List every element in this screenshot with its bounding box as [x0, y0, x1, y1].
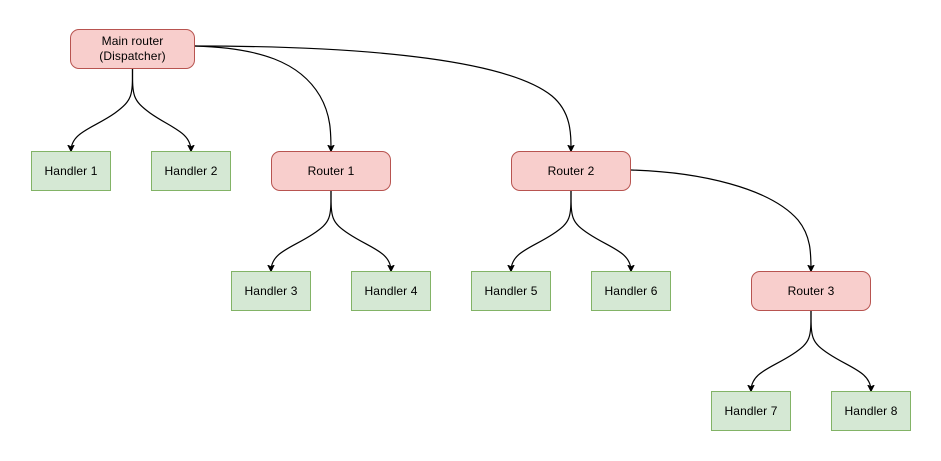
node-label-handler-6: Handler 6 [604, 283, 658, 298]
node-label-router-3: Router 3 [787, 283, 835, 298]
node-label-handler-1: Handler 1 [44, 163, 98, 178]
node-label-handler-7: Handler 7 [724, 403, 778, 418]
node-label-handler-3: Handler 3 [244, 283, 298, 298]
node-handler-2[interactable]: Handler 2 [151, 151, 231, 191]
edge-router-2-to-handler-5 [511, 190, 572, 271]
node-handler-3[interactable]: Handler 3 [231, 271, 311, 311]
edge-main-to-router-1 [194, 45, 331, 151]
node-handler-5[interactable]: Handler 5 [471, 271, 551, 311]
edge-paths [71, 45, 871, 391]
edge-router-3-to-handler-8 [810, 310, 871, 391]
node-label-router-2: Router 2 [547, 163, 595, 178]
node-handler-8[interactable]: Handler 8 [831, 391, 911, 431]
node-router-1[interactable]: Router 1 [271, 151, 391, 191]
node-handler-4[interactable]: Handler 4 [351, 271, 431, 311]
node-main-router[interactable]: Main router (Dispatcher) [70, 29, 195, 69]
edge-main-to-handler-2 [131, 68, 192, 151]
node-label-router-1: Router 1 [307, 163, 355, 178]
edge-main-to-handler-1 [71, 68, 134, 151]
edge-router-3-to-handler-7 [751, 310, 812, 391]
edge-router-2-to-router-3 [630, 169, 811, 271]
node-handler-6[interactable]: Handler 6 [591, 271, 671, 311]
node-handler-7[interactable]: Handler 7 [711, 391, 791, 431]
edge-router-2-to-handler-6 [570, 190, 631, 271]
edge-router-1-to-handler-3 [271, 190, 332, 271]
node-label-main-router: Main router (Dispatcher) [99, 34, 166, 63]
node-handler-1[interactable]: Handler 1 [31, 151, 111, 191]
edge-main-to-router-2 [194, 45, 571, 151]
node-label-handler-4: Handler 4 [364, 283, 418, 298]
node-router-2[interactable]: Router 2 [511, 151, 631, 191]
node-label-handler-2: Handler 2 [164, 163, 218, 178]
node-label-handler-8: Handler 8 [844, 403, 898, 418]
node-router-3[interactable]: Router 3 [751, 271, 871, 311]
node-label-handler-5: Handler 5 [484, 283, 538, 298]
edge-router-1-to-handler-4 [330, 190, 391, 271]
